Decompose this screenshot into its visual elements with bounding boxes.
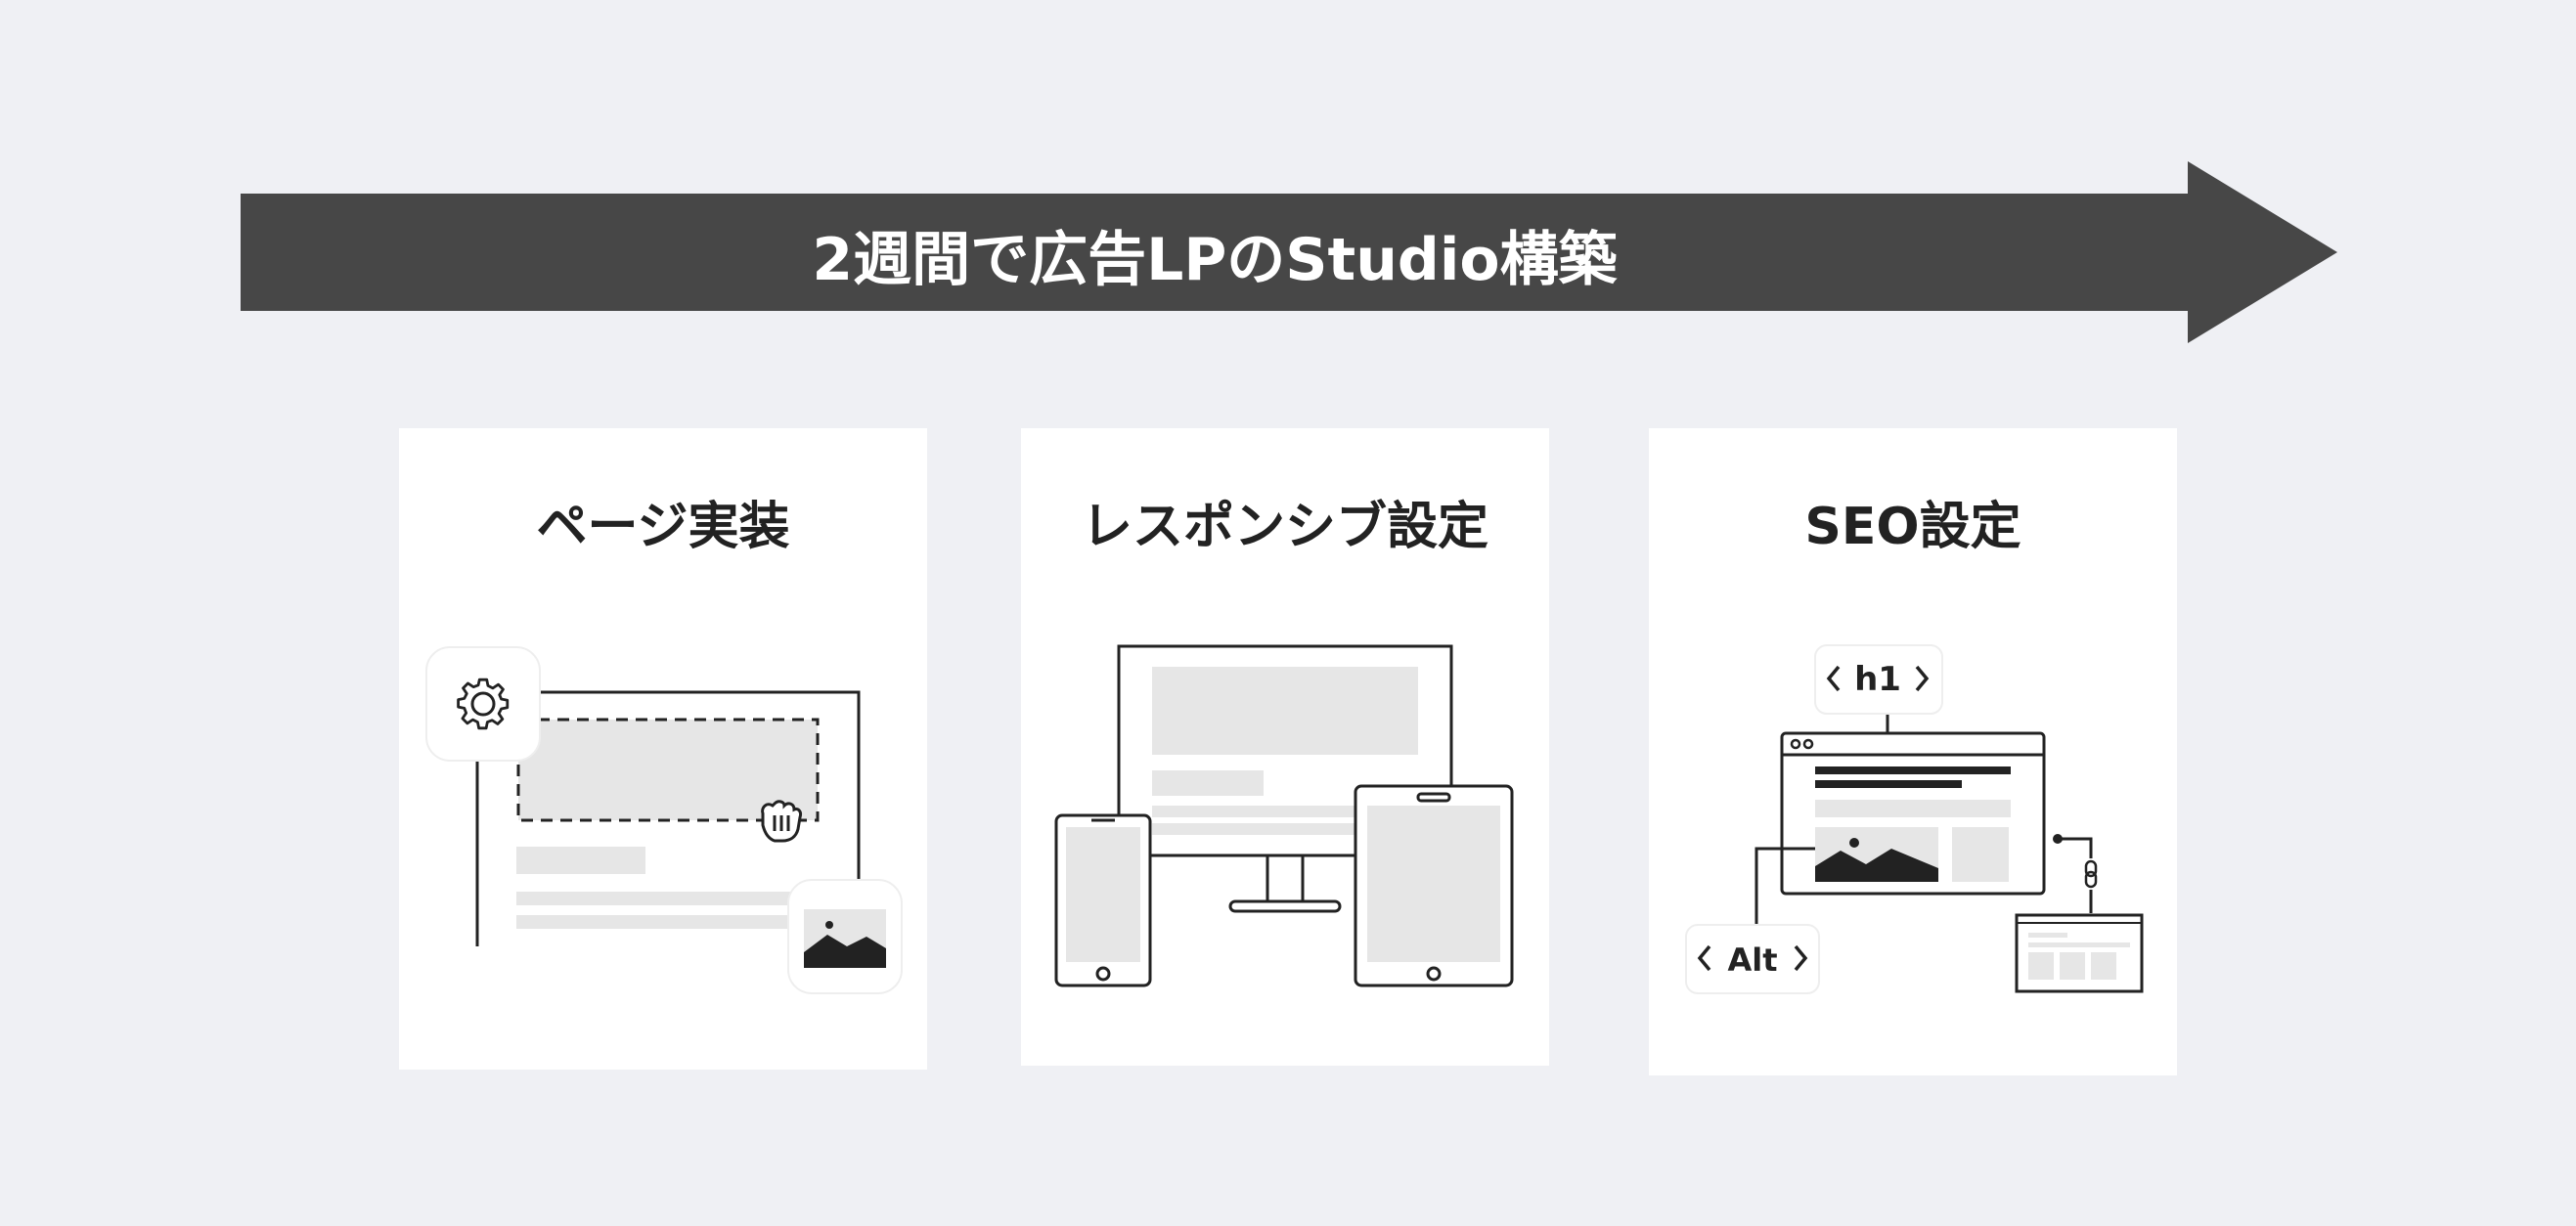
card-seo-settings: SEO設定 xyxy=(1649,428,2177,1075)
phone-icon xyxy=(1056,815,1150,985)
placeholder-line xyxy=(516,915,790,929)
banner-title: 2週間で広告LPのStudio構築 xyxy=(241,196,2189,313)
page-implementation-illustration xyxy=(399,428,927,1070)
link-icon xyxy=(2086,861,2096,887)
alt-tag-badge: Alt xyxy=(1686,925,1819,993)
browser-window xyxy=(1782,733,2044,894)
image-badge xyxy=(788,880,902,993)
h1-tag-label: h1 xyxy=(1854,660,1901,699)
alt-tag-label: Alt xyxy=(1727,941,1777,979)
h1-tag-badge: h1 xyxy=(1815,645,1942,714)
responsive-illustration xyxy=(1021,428,1549,1066)
gear-badge xyxy=(426,647,540,761)
placeholder-line xyxy=(516,847,645,874)
tablet-icon xyxy=(1355,786,1512,985)
seo-illustration: h1 Alt xyxy=(1649,428,2177,1075)
image-icon xyxy=(804,909,886,968)
card-responsive-settings: レスポンシブ設定 xyxy=(1021,428,1549,1066)
small-page-window xyxy=(2017,915,2142,991)
placeholder-line xyxy=(516,892,790,905)
grab-hand-icon xyxy=(763,802,801,841)
card-page-implementation: ページ実装 xyxy=(399,428,927,1070)
